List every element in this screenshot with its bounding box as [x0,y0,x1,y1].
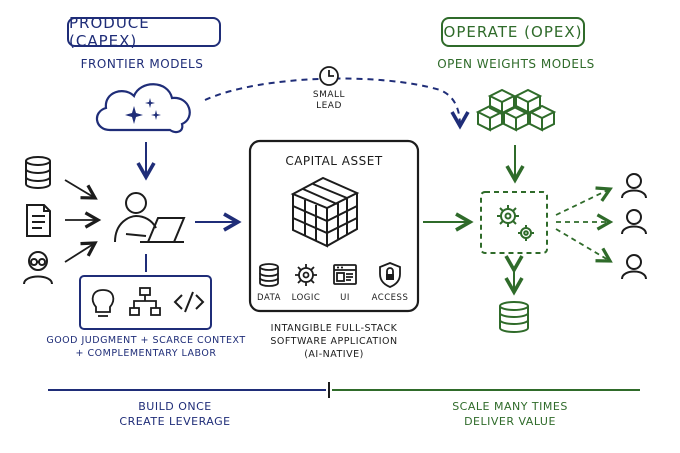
user-icon-bottom [621,254,647,280]
inputs-caption-line1: GOOD JUDGMENT + SCARCE CONTEXT [46,335,246,346]
component-label-ui: UI [340,293,350,303]
window-icon [333,264,357,285]
component-label-logic: LOGIC [291,293,321,303]
gears-icon [497,205,534,241]
lock-shield-icon [379,262,401,288]
footer-right-line1: SCALE MANY TIMES [452,400,568,413]
capital-asset-box [248,139,420,313]
org-chart-icon [129,287,161,316]
logic-gear-icon [295,264,317,286]
database-input-icon [25,156,51,189]
cloud-sparkle-icon [96,83,191,134]
inputs-caption-line2: + COMPLEMENTARY LABOR [75,348,217,359]
input-arrows [64,179,102,263]
data-component-icon [259,263,279,287]
footer-right-line2: DELIVER VALUE [464,415,556,428]
user-icon-middle [621,209,647,235]
produce-capex-title: PRODUCE (CAPEX) [69,14,150,50]
runtime-box [480,191,548,254]
asset-caption-line1: INTANGIBLE FULL-STACK [270,323,398,334]
operate-opex-header: OPERATE (OPEX) [441,17,585,47]
cubes-icon [475,88,557,132]
lightbulb-icon [91,289,115,317]
person-glasses-input-icon [23,251,53,285]
inputs-box [79,275,212,330]
component-label-access: ACCESS [371,293,409,303]
asset-caption-line3: (AI-NATIVE) [304,349,364,360]
person-laptop-icon [114,192,186,243]
frontier-models-label: FRONTIER MODELS [80,57,204,71]
component-label-data: DATA [257,293,281,303]
open-weights-models-label: OPEN WEIGHTS MODELS [437,57,595,71]
code-icon [173,291,205,313]
small-lead-arc [204,77,470,130]
small-lead-line2: LEAD [316,101,342,111]
user-icon-top [621,173,647,199]
delivery-arrows [555,186,614,263]
footer-left-line1: BUILD ONCE [138,400,212,413]
cube-icon [290,176,360,248]
document-input-icon [26,204,51,237]
asset-caption-line2: SOFTWARE APPLICATION [270,336,398,347]
small-lead-line1: SMALL [312,90,346,100]
produce-capex-header: PRODUCE (CAPEX) [67,14,221,50]
database-operate-icon [499,301,529,333]
footer-left-line2: CREATE LEVERAGE [119,415,231,428]
clock-icon [319,66,339,86]
operate-opex-title: OPERATE (OPEX) [443,23,583,41]
capital-asset-title: CAPITAL ASSET [285,154,383,168]
